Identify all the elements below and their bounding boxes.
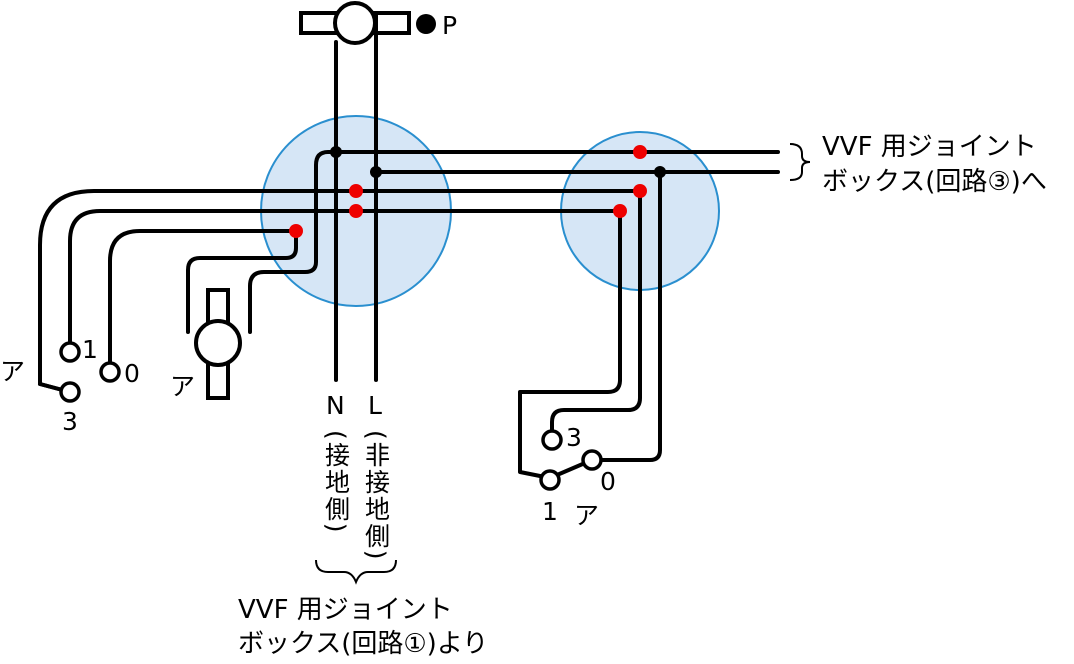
right-switch-label-3: 3 — [566, 423, 582, 452]
to-box3-line2: ボックス(回路③)へ — [822, 167, 1047, 197]
lamp-label: ア — [170, 372, 195, 401]
splice-right-3 — [613, 204, 627, 218]
left-switch-terminal-3 — [59, 381, 81, 403]
left-switch-label-1: 1 — [82, 335, 98, 364]
node-l — [370, 166, 382, 178]
live-label: L — [368, 391, 382, 420]
wire-right-sw-3 — [550, 189, 642, 440]
node-right-l — [654, 166, 666, 178]
right-brace — [789, 143, 811, 181]
wire-left-sw-3 — [38, 189, 642, 394]
splice-left-3 — [289, 224, 303, 238]
splice-right-2 — [633, 184, 647, 198]
wire-left-sw-0 — [108, 229, 298, 364]
from-box1-line2: ボックス(回路①)より — [238, 629, 488, 659]
neutral-label: N — [326, 391, 345, 420]
bottom-brace — [315, 559, 397, 585]
right-three-way-switch — [539, 429, 603, 491]
right-switch-terminal-0 — [581, 449, 603, 471]
from-box1-line1: VVF 用ジョイント — [238, 595, 453, 625]
splice-right-1 — [633, 145, 647, 159]
left-switch-label-3: 3 — [62, 407, 78, 436]
splice-left-1 — [349, 184, 363, 198]
pilot-lamp-dot — [416, 14, 436, 34]
left-switch-label-0: 0 — [124, 359, 140, 388]
wire-splice-to-lamp — [186, 229, 298, 334]
lamp-bulb — [194, 319, 242, 367]
right-switch-label-0: 0 — [600, 467, 616, 496]
left-switch-label-common: ア — [0, 357, 25, 386]
left-three-way-switch — [38, 341, 121, 403]
lamp-receptacle — [194, 288, 242, 400]
node-n — [330, 146, 342, 158]
live-note: (非接地側) — [362, 430, 391, 562]
right-switch-label-1: 1 — [542, 497, 558, 526]
left-switch-terminal-1 — [59, 341, 81, 363]
right-switch-terminal-3 — [541, 429, 563, 451]
pilot-label: P — [442, 11, 457, 40]
wire-left-sw-1 — [68, 209, 622, 344]
wire-n-to-lamp — [248, 150, 338, 334]
wire-right-sw-a — [518, 209, 622, 480]
to-box3-line1: VVF 用ジョイント — [822, 132, 1037, 162]
splice-left-2 — [349, 204, 363, 218]
right-switch-terminal-1 — [539, 469, 561, 491]
neutral-note: (接地側) — [322, 430, 351, 535]
pilot-lamp — [299, 1, 436, 45]
wire-right-sw-0 — [590, 170, 662, 462]
left-switch-terminal-0 — [99, 361, 121, 383]
right-switch-label-common: ア — [574, 501, 599, 530]
